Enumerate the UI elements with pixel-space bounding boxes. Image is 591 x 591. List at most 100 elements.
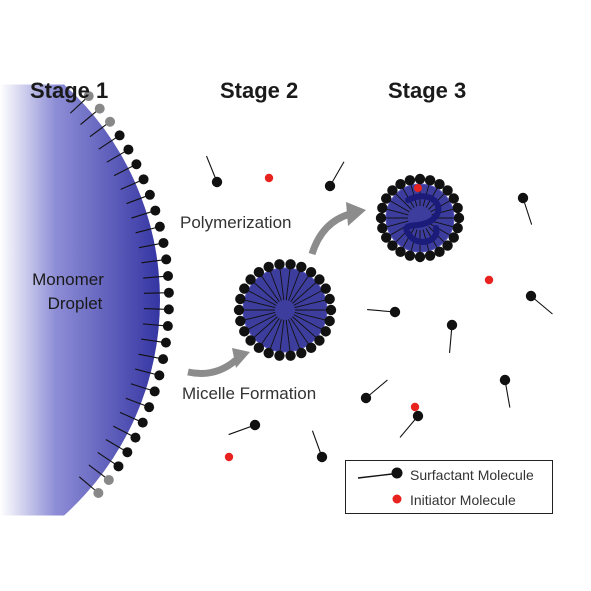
micelle-surfactant-head: [448, 193, 459, 204]
free-surfactant-head: [525, 290, 537, 302]
micelle-surfactant-head: [381, 232, 392, 243]
micelle-surfactant-head: [395, 179, 406, 190]
micelle-surfactant-head: [387, 185, 398, 196]
droplet-surfactant-head: [144, 189, 155, 200]
micelle-formation-arrowhead: [232, 348, 250, 368]
droplet-surfactant-head: [138, 174, 149, 185]
micelle-surfactant-tail: [258, 317, 280, 349]
free-surfactant-head: [446, 319, 458, 331]
droplet-surfactant-head: [162, 321, 173, 332]
micelle-surfactant-tail: [250, 316, 278, 341]
micelle-surfactant-tail: [290, 317, 312, 349]
micelle-surfactant-head: [377, 202, 388, 214]
droplet-surfactant-head: [163, 287, 174, 298]
monomer-droplet-body: [0, 84, 161, 516]
droplet-surfactant-head: [150, 205, 161, 216]
micelle-initiator: [414, 184, 422, 192]
micelle: [233, 259, 337, 361]
droplet-surfactant-head: [103, 474, 114, 485]
free-surfactant-head: [324, 180, 336, 192]
micelle-surfactant-head: [453, 212, 465, 224]
micelle-surfactant-tail: [288, 319, 302, 354]
micelle-surfactant-head: [239, 283, 250, 294]
micelle-surfactant-head: [296, 261, 307, 273]
droplet-surfactant-head: [154, 370, 165, 381]
micelle-surfactant-head: [285, 350, 296, 361]
micelle-surfactant-head: [296, 347, 307, 359]
droplet-surfactant-head: [130, 432, 141, 443]
droplet-label-line-2: Droplet: [47, 294, 103, 313]
droplet-surfactant-head: [161, 254, 172, 265]
micelle-surfactant-head: [253, 266, 265, 278]
free-initiator: [224, 452, 234, 462]
free-surfactant-head: [412, 410, 424, 422]
free-surfactant-head: [316, 451, 328, 463]
micelle-surfactant-head: [263, 347, 274, 359]
micelle-surfactant-head: [285, 259, 296, 270]
monomer-droplet: [0, 84, 174, 516]
micelle-surfactant-head: [414, 251, 426, 263]
micelle-surfactant-tail: [268, 319, 282, 354]
micelle-surfactant-tail: [250, 279, 278, 304]
droplet-surfactant-head: [137, 417, 148, 428]
micelle-surfactant-tail: [268, 266, 282, 301]
micelle-surfactant-head: [239, 326, 250, 337]
droplet-surfactant-head: [149, 386, 160, 397]
droplet-surfactant-head: [105, 116, 116, 127]
micelle-surfactant-head: [377, 222, 388, 234]
monomer-droplet-label: Monomer Droplet: [12, 268, 124, 316]
micelle-surfactant-tail: [290, 271, 312, 303]
micelle-surfactant-head: [305, 342, 317, 354]
polymerization-arrowhead: [346, 202, 366, 226]
legend: Surfactant Molecule Initiator Molecule: [345, 460, 553, 514]
micelle-surfactant-head: [424, 250, 436, 261]
free-surfactant-head: [499, 374, 511, 386]
micelle-surfactant-tail: [240, 311, 276, 322]
micelle-surfactant-head: [305, 266, 317, 278]
droplet-surfactant-head: [158, 237, 169, 248]
micelle-surfactant-tail: [293, 314, 326, 332]
micelle-formation-label: Micelle Formation: [182, 384, 317, 403]
micelle-surfactant-tail: [279, 264, 285, 301]
droplet-surfactant-head: [114, 130, 125, 141]
micelle-surfactant-head: [387, 240, 398, 251]
micelle-surfactant-head: [324, 315, 335, 327]
micelle-surfactant-head: [442, 185, 453, 196]
polymer-chain: [403, 193, 442, 245]
micelle-surfactant-head: [320, 283, 331, 294]
droplet-surfactant-head: [154, 221, 165, 232]
micelle-surfactant-tail: [294, 311, 330, 322]
micelle-surfactant-head: [395, 246, 406, 257]
micelle-surfactant-head: [442, 240, 453, 251]
droplet-surfactant-head: [93, 487, 104, 498]
free-surfactant-head: [389, 306, 401, 318]
micelle-surfactant-head: [404, 175, 416, 186]
process-arrows: [187, 202, 366, 377]
micelle-surfactant-tail: [285, 264, 291, 301]
surfactant-molecule-icon: [357, 467, 403, 479]
droplet-surfactant-head: [122, 447, 133, 458]
droplet-surfactant-head: [163, 304, 174, 315]
micelle-surfactant-head: [452, 202, 463, 214]
micelle-surfactant-tail: [292, 279, 320, 304]
free-surfactant-head: [517, 192, 529, 204]
polymerizing-micelle: [375, 173, 465, 263]
micelle-formation-arrow-shaft: [187, 357, 239, 377]
micelle-surfactant-head: [314, 274, 325, 285]
polymerization-arrow-shaft: [308, 210, 352, 256]
droplet-surfactant-head: [113, 461, 124, 472]
micelle-surfactant-head: [245, 335, 256, 346]
stage-1-title: Stage 1: [30, 78, 109, 103]
free-surfactant-head: [360, 392, 372, 404]
micelle-surfactant-head: [434, 246, 445, 257]
micelle-surfactant-head: [235, 315, 246, 327]
micelle-surfactant-head: [434, 179, 445, 190]
droplet-surfactant-head: [94, 103, 105, 114]
micelle-surfactant-head: [375, 212, 387, 224]
free-initiator: [484, 275, 494, 285]
droplet-surfactant-head: [131, 159, 142, 170]
legend-surfactant-label: Surfactant Molecule: [410, 467, 534, 483]
free-initiator: [410, 402, 420, 412]
micelle-surfactant-tail: [294, 298, 330, 309]
